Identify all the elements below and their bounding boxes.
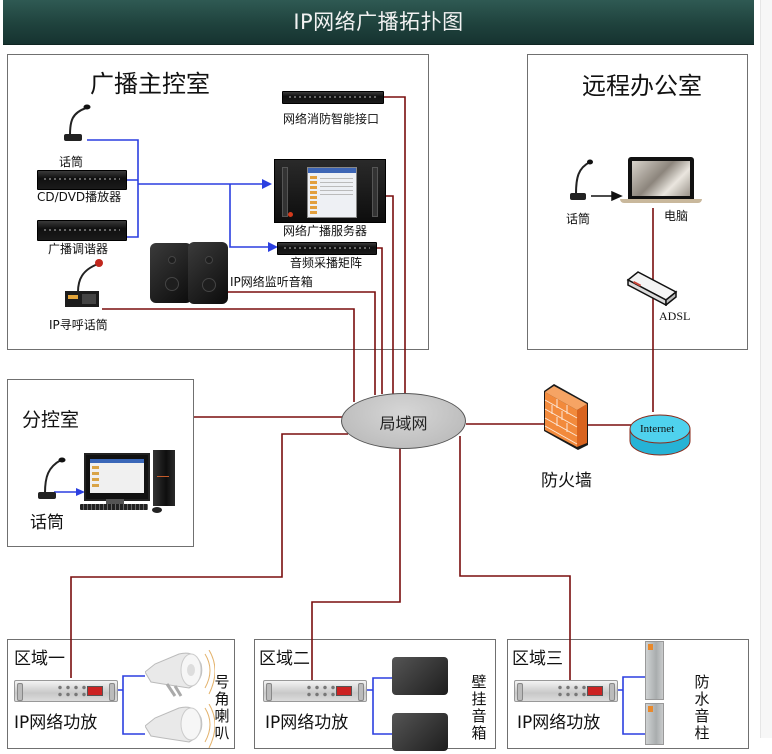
- fire-interface-label: 网络消防智能接口: [283, 112, 380, 126]
- adsl-modem-icon: [626, 271, 678, 306]
- zone-1-speaker-type-label: 号角喇叭: [214, 673, 230, 742]
- server-label: 网络广播服务器: [283, 224, 368, 238]
- wall-speaker-icon: [392, 657, 448, 695]
- ip-paging-mic-icon: [65, 259, 103, 307]
- monitor-speaker-right-icon: [188, 242, 228, 304]
- remote-microphone-icon: [570, 159, 593, 200]
- computer-label: 电脑: [664, 209, 689, 223]
- zone-3-title: 区域三: [512, 649, 563, 669]
- audio-matrix-label: 音频采播矩阵: [290, 256, 363, 270]
- page-title: IP网络广播拓扑图: [293, 10, 464, 34]
- cd-dvd-player-label: CD/DVD播放器: [37, 190, 122, 204]
- remote-microphone-label: 话筒: [566, 212, 591, 226]
- monitor-stand: [106, 499, 124, 504]
- page-header: IP网络广播拓扑图: [3, 0, 754, 45]
- ip-paging-mic-label: IP寻呼话筒: [49, 318, 108, 332]
- pc-tower-icon: [153, 450, 175, 506]
- adsl-label: ADSL: [659, 309, 691, 323]
- zone-3-amplifier-label: IP网络功放: [517, 713, 601, 733]
- microphone-icon: [64, 104, 91, 141]
- internet-cloud-icon: [629, 414, 691, 456]
- sub-control-title: 分控室: [22, 409, 80, 431]
- zone-3-amplifier-device: [514, 680, 618, 702]
- sub-control-microphone-label: 话筒: [30, 513, 64, 533]
- horn-speaker-icon: [145, 704, 215, 749]
- monitor-speaker-left-icon: [150, 243, 192, 303]
- horn-speaker-icon: [145, 650, 215, 697]
- firewall-icon: [544, 384, 588, 450]
- audio-matrix-device: [277, 242, 377, 255]
- remote-office-title: 远程办公室: [582, 72, 702, 100]
- cd-dvd-player-device: [37, 170, 127, 190]
- monitor-speaker-label: IP网络监听音箱: [230, 275, 313, 289]
- zone-3-speaker-type-label: 防水音柱: [694, 673, 710, 742]
- zone-2-amplifier-label: IP网络功放: [265, 713, 349, 733]
- server-device: [274, 159, 386, 223]
- column-speaker-icon: [645, 703, 664, 745]
- zone-2-title: 区域二: [259, 649, 310, 669]
- sub-control-microphone-icon: [38, 457, 66, 499]
- lan-node: 局域网: [341, 393, 466, 449]
- microphone-label: 话筒: [59, 155, 84, 169]
- tuner-device: [37, 220, 127, 241]
- mouse-icon: [152, 507, 162, 513]
- keyboard-icon: [80, 504, 148, 510]
- zone-1-amplifier-device: [14, 680, 118, 702]
- wall-speaker-icon: [392, 713, 448, 751]
- lan-label: 局域网: [379, 414, 428, 433]
- firewall-label: 防火墙: [541, 471, 592, 491]
- zone-2-speaker-type-label: 壁挂音箱: [471, 673, 487, 742]
- page-scrollbar[interactable]: [760, 0, 772, 738]
- internet-label: Internet: [640, 423, 675, 435]
- column-speaker-icon: [645, 641, 664, 700]
- laptop-icon: [628, 157, 694, 199]
- zone-1-title: 区域一: [14, 649, 65, 669]
- main-control-room-title: 广播主控室: [90, 70, 210, 98]
- zone-1-amplifier-label: IP网络功放: [14, 713, 98, 733]
- tuner-label: 广播调谐器: [48, 242, 109, 256]
- zone-2-amplifier-device: [263, 680, 367, 702]
- fire-interface-device: [282, 91, 384, 104]
- desktop-monitor-icon: [84, 453, 150, 501]
- laptop-base: [620, 199, 702, 203]
